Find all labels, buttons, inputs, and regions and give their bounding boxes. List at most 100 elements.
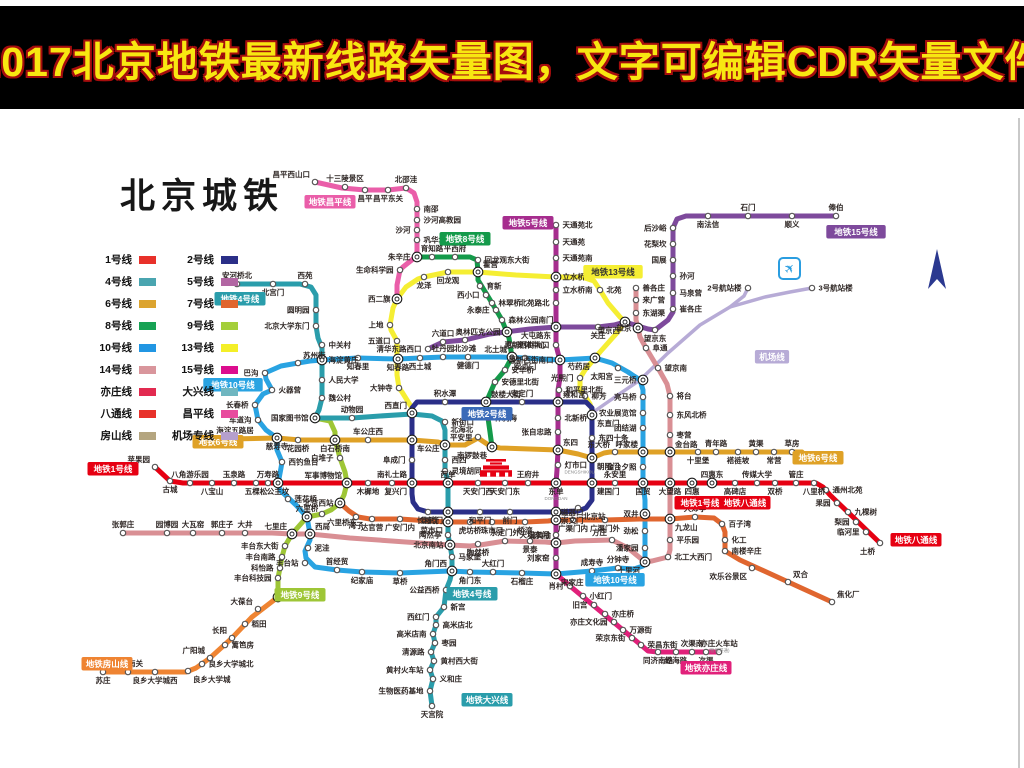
station-dot bbox=[166, 477, 174, 485]
station-dot bbox=[218, 529, 226, 537]
station-label: 火器营 bbox=[279, 385, 302, 395]
line-badge-label: 地铁亦庄线 bbox=[685, 663, 728, 673]
station-dot bbox=[198, 660, 206, 668]
station-label: 首经贸 bbox=[326, 556, 349, 566]
legend-label: 10号线 bbox=[99, 342, 132, 354]
station-dot bbox=[552, 299, 560, 307]
station-label: 2号航站楼 bbox=[707, 283, 742, 293]
station-dot bbox=[666, 431, 674, 439]
station-label: 西钓鱼台 bbox=[289, 457, 319, 467]
station-label: 肖村 bbox=[549, 581, 564, 591]
station-label: 长椿街 bbox=[417, 515, 440, 525]
station-label: 新宫 bbox=[451, 602, 466, 612]
station-label: 金台夕照 bbox=[606, 462, 637, 472]
line-badge bbox=[461, 407, 513, 421]
station-label: 长春桥 bbox=[226, 400, 249, 410]
station-dot bbox=[318, 394, 326, 402]
line-badge-label: 地铁1号线 bbox=[681, 498, 720, 508]
station-label: 丰台站 bbox=[276, 558, 299, 568]
interchange-station-inner bbox=[504, 329, 510, 335]
station-dot bbox=[208, 479, 216, 487]
station-dot bbox=[619, 626, 627, 634]
station-label: 天坛东门 bbox=[520, 530, 550, 540]
interchange-station-inner bbox=[555, 399, 561, 405]
station-label: 西小口 bbox=[457, 290, 480, 300]
station-label: 科怡路 bbox=[251, 563, 274, 573]
station-dot bbox=[474, 479, 482, 487]
station-dot bbox=[358, 568, 366, 576]
station-dot bbox=[753, 479, 761, 487]
station-label: 新街口 bbox=[452, 417, 475, 427]
station-dot bbox=[521, 518, 529, 526]
station-label: 九龙山 bbox=[674, 522, 698, 532]
station-label: 生物医药基地 bbox=[379, 686, 424, 696]
station-dot bbox=[354, 354, 362, 362]
line-badge-label: 地铁昌平线 bbox=[309, 197, 352, 207]
station-label: 圆明园 bbox=[287, 306, 310, 315]
station-dot bbox=[833, 499, 841, 507]
station-label: 张自忠路 bbox=[522, 427, 552, 437]
line-badge bbox=[81, 657, 133, 671]
line-badge-label: 地铁10号线 bbox=[593, 575, 637, 585]
station-label: 古城 bbox=[163, 484, 178, 494]
station-dot bbox=[352, 513, 360, 521]
station-dot bbox=[832, 212, 840, 220]
station-dot bbox=[396, 266, 404, 274]
station-label: 公益西桥 bbox=[410, 585, 440, 595]
station-label: 健德门 bbox=[457, 360, 480, 370]
station-label: 建国门 bbox=[596, 486, 620, 496]
station-label: 石榴庄 bbox=[510, 576, 534, 586]
station-dot bbox=[228, 634, 236, 642]
line-badge-label: 地铁6号线 bbox=[799, 453, 838, 463]
station-label: 青年路 bbox=[705, 438, 728, 448]
station-label: 车道沟 bbox=[229, 415, 252, 425]
station-label: 平西府 bbox=[444, 243, 467, 253]
station-dot bbox=[364, 479, 372, 487]
station-label: 苏庄 bbox=[96, 675, 111, 685]
station-label: 惠新西街南口 bbox=[509, 355, 554, 365]
station-label: 良乡大学城北 bbox=[209, 659, 254, 669]
station-sublabel: DENGSHIKOU bbox=[565, 470, 595, 475]
legend-swatch bbox=[139, 387, 156, 396]
line-badge-label: 地铁5号线 bbox=[509, 218, 548, 228]
line-badge-label: 地铁大兴线 bbox=[466, 695, 509, 705]
station-label: 北京西站 bbox=[304, 498, 334, 508]
station-label: 南礼士路 bbox=[377, 469, 407, 479]
legend-swatch bbox=[221, 365, 238, 374]
station-label: 奥体中心 bbox=[516, 340, 547, 350]
station-label: 八宝山 bbox=[200, 486, 224, 496]
station-dot bbox=[731, 479, 739, 487]
station-dot bbox=[304, 544, 312, 552]
station-dot bbox=[461, 336, 469, 344]
station-dot bbox=[311, 178, 319, 186]
station-label: 关庄 bbox=[591, 330, 606, 340]
station-label: 陶然亭 bbox=[419, 530, 442, 540]
station-label: 蒲黄榆 bbox=[529, 530, 552, 540]
station-label: 永泰庄 bbox=[466, 305, 490, 315]
station-dot bbox=[333, 566, 341, 574]
line-badge-label: 地铁4号线 bbox=[221, 294, 260, 304]
interchange-station-inner bbox=[312, 415, 318, 421]
station-dot bbox=[368, 515, 376, 523]
line-badge bbox=[87, 462, 139, 476]
station-dot bbox=[555, 386, 563, 394]
legend-label: 7号线 bbox=[187, 298, 214, 310]
station-dot bbox=[552, 221, 560, 229]
station-dot bbox=[441, 467, 449, 475]
station-dot bbox=[424, 345, 432, 353]
station-dot bbox=[426, 687, 434, 695]
station-dot bbox=[552, 238, 560, 246]
station-label: 望京东 bbox=[644, 333, 667, 343]
legend-swatch bbox=[221, 299, 238, 308]
station-dot bbox=[654, 648, 662, 656]
station-dot bbox=[264, 479, 272, 487]
station-dot bbox=[702, 648, 710, 656]
station-dot bbox=[576, 374, 584, 382]
station-dot bbox=[828, 598, 836, 606]
line-badge-label: 地铁9号线 bbox=[281, 590, 320, 600]
line-badge bbox=[274, 588, 326, 602]
station-label: 高碑店 bbox=[724, 486, 747, 496]
station-dot bbox=[672, 648, 680, 656]
station-label: 陶然桥 bbox=[467, 547, 490, 557]
interchange-station-inner bbox=[553, 571, 559, 577]
